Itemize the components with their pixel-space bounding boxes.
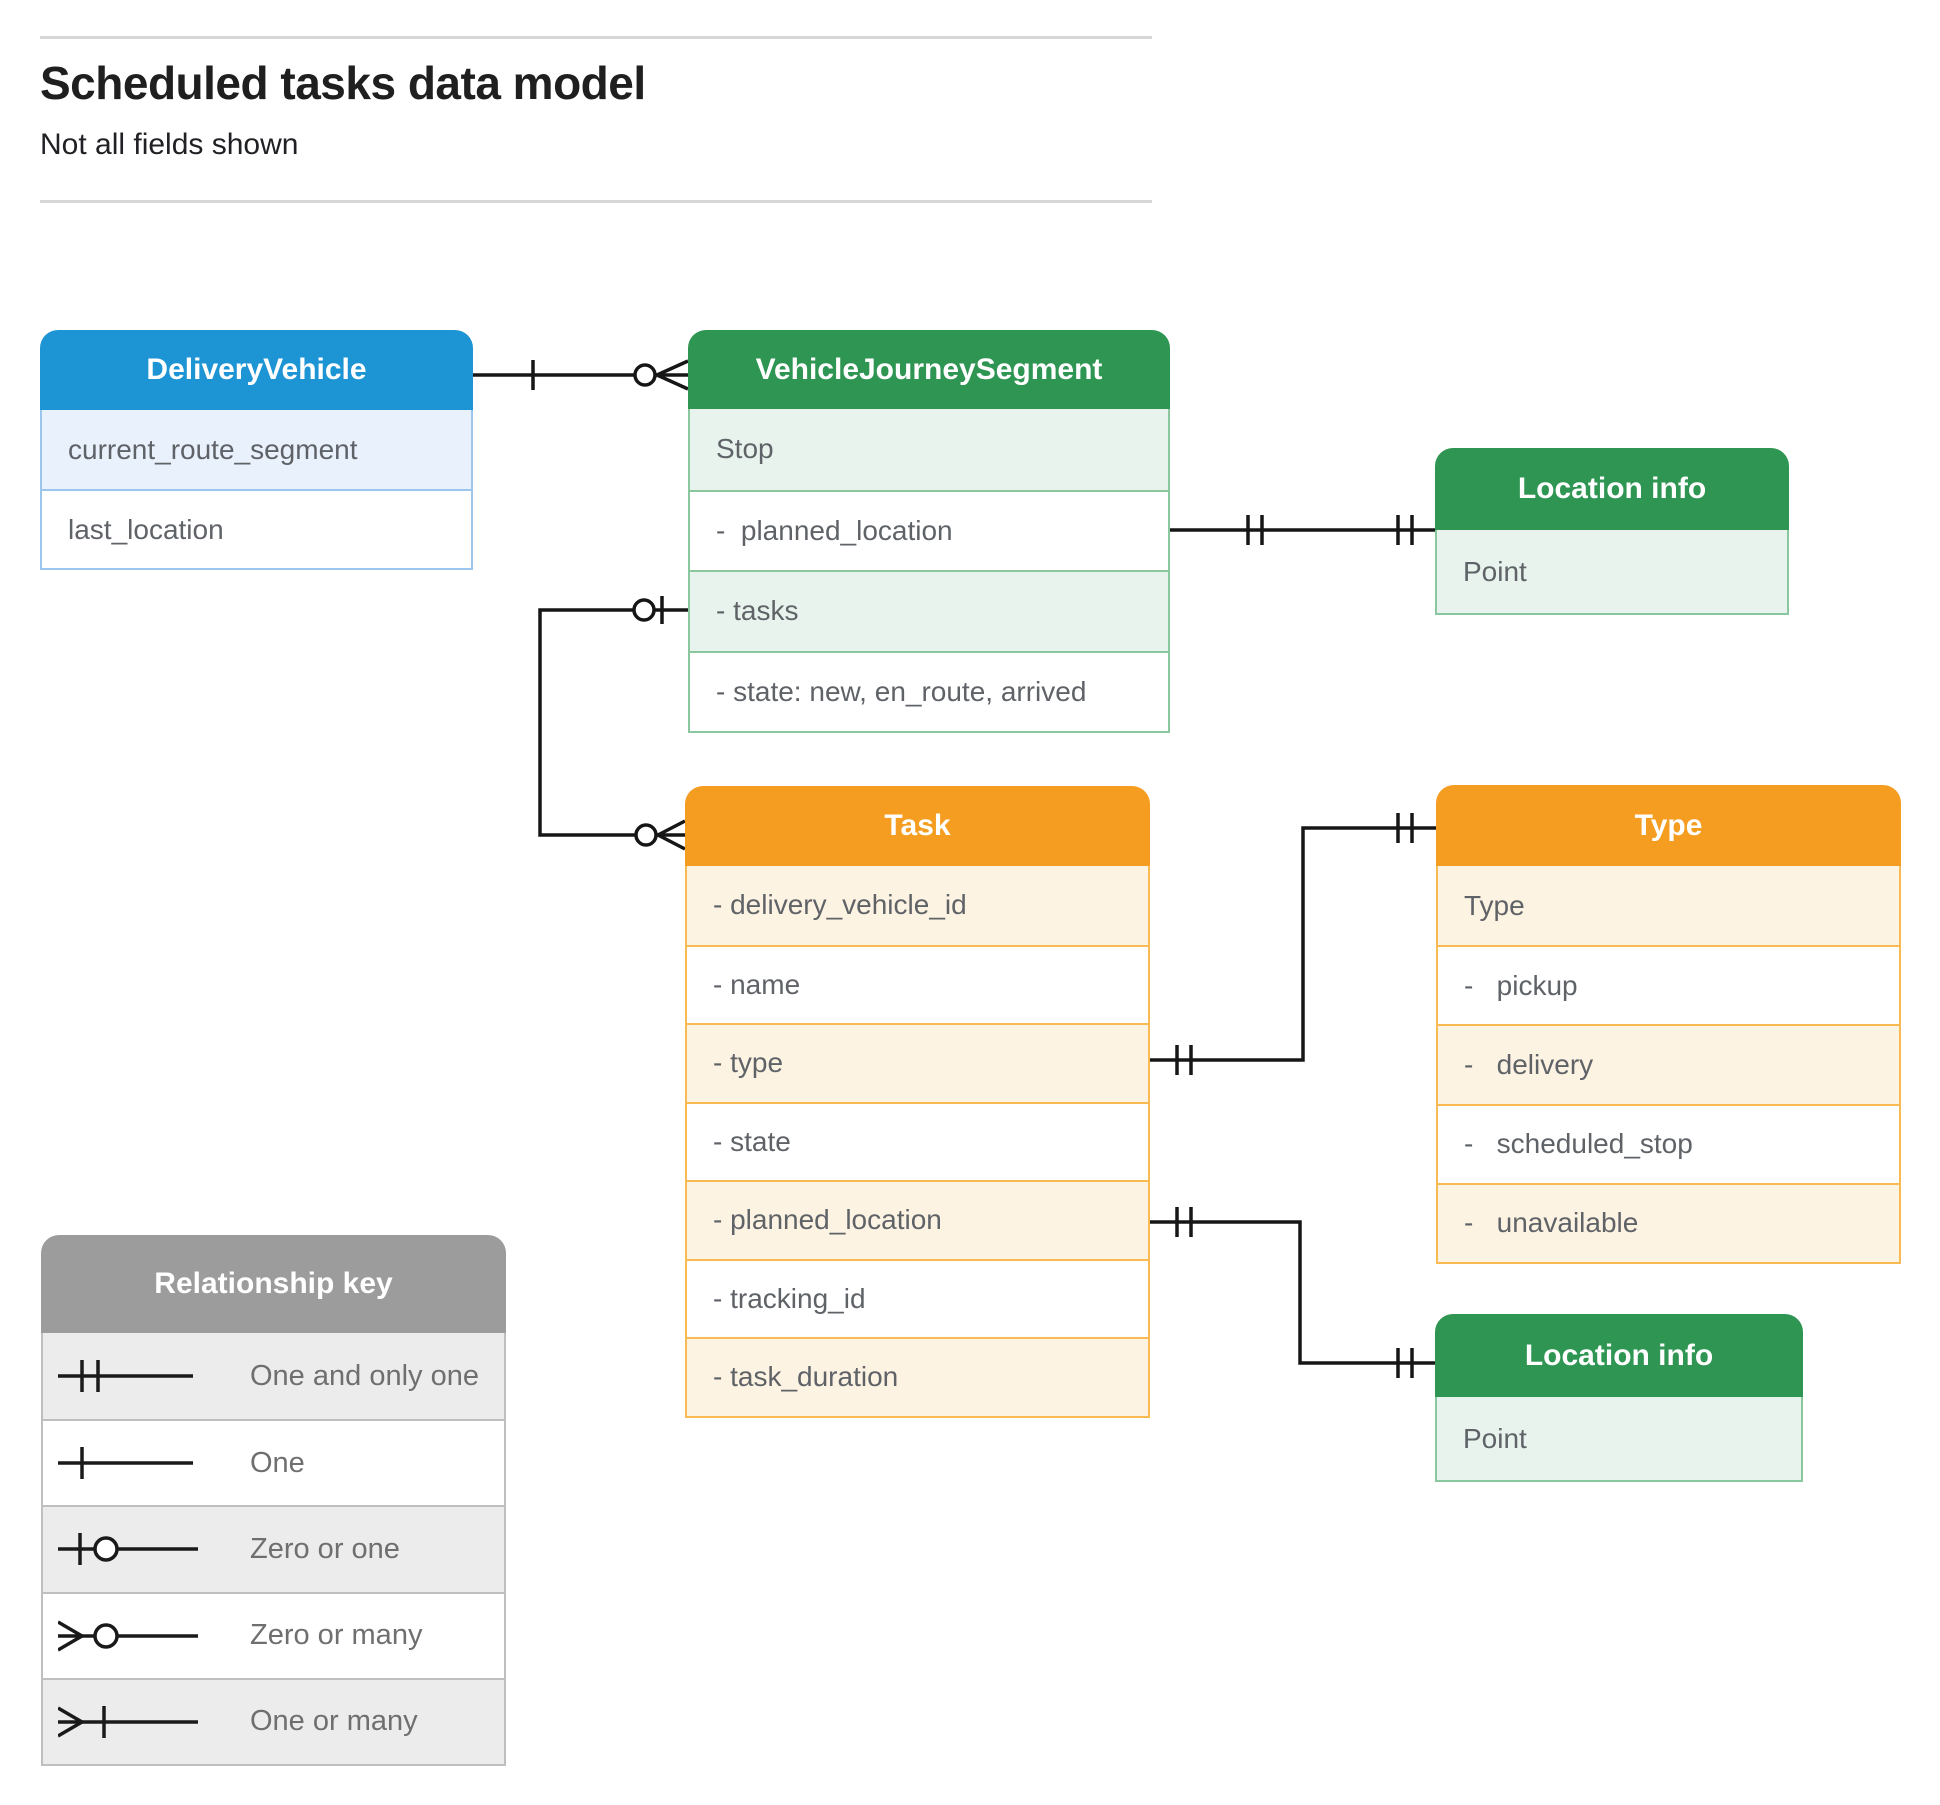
- legend-symbol-one-or-many-icon: [58, 1705, 198, 1738]
- legend-label: Zero or one: [250, 1532, 400, 1565]
- entity-body: Stop - planned_location - tasks - state:…: [688, 409, 1170, 733]
- legend-row: One and only one: [43, 1333, 504, 1420]
- entity-delivery-vehicle: DeliveryVehicle current_route_segment la…: [40, 330, 473, 570]
- entity-field-row: - name: [687, 944, 1148, 1023]
- entity-header-type: Type: [1436, 785, 1901, 866]
- legend-label: One and only one: [250, 1359, 479, 1392]
- legend-label: Zero or many: [250, 1619, 423, 1652]
- entity-field-row: Point: [1437, 530, 1787, 613]
- legend-label: One or many: [250, 1705, 418, 1738]
- connector-vjs-plannedlocation-to-locationinfo: [1170, 515, 1435, 545]
- entity-field-row: - tasks: [690, 570, 1168, 651]
- entity-header-location-info: Location info: [1435, 448, 1789, 530]
- entity-header-task: Task: [685, 786, 1150, 866]
- entity-field-row: - scheduled_stop: [1438, 1103, 1899, 1183]
- entity-field-row: - planned_location: [690, 489, 1168, 570]
- legend-symbol-zero-or-many-icon: [58, 1620, 198, 1652]
- entity-field-row: - state: new, en_route, arrived: [690, 650, 1168, 731]
- legend-row: Zero or many: [43, 1591, 504, 1678]
- legend-row: Zero or one: [43, 1505, 504, 1592]
- entity-location-info-bottom: Location info Point: [1435, 1314, 1803, 1482]
- page-subtitle: Not all fields shown: [40, 128, 299, 161]
- relationship-key-legend: Relationship key One and only one One Ze…: [41, 1235, 506, 1766]
- legend-body: One and only one One Zero or one Zero or…: [41, 1333, 506, 1766]
- entity-field-row: current_route_segment: [42, 410, 471, 489]
- entity-field-row: - tracking_id: [687, 1258, 1148, 1337]
- entity-vehicle-journey-segment: VehicleJourneySegment Stop - planned_loc…: [688, 330, 1170, 733]
- page-title: Scheduled tasks data model: [40, 57, 646, 109]
- entity-field-row: - planned_location: [687, 1180, 1148, 1259]
- entity-location-info-top: Location info Point: [1435, 448, 1789, 615]
- entity-body: Point: [1435, 1397, 1803, 1482]
- legend-label: One: [250, 1446, 305, 1479]
- legend-symbol-one-icon: [58, 1447, 193, 1480]
- entity-field-row: Stop: [690, 409, 1168, 490]
- legend-symbol-zero-or-one-icon: [58, 1533, 198, 1566]
- entity-field-row: - type: [687, 1023, 1148, 1102]
- connector-task-type-to-type: [1150, 813, 1436, 1075]
- entity-type: Type Type - pickup - delivery - schedule…: [1436, 785, 1901, 1264]
- entity-field-row: Type: [1438, 866, 1899, 946]
- entity-field-row: Point: [1437, 1397, 1801, 1480]
- entity-body: - delivery_vehicle_id - name - type - st…: [685, 866, 1150, 1418]
- connector-deliveryvehicle-to-vehiclejourneysegment: [473, 359, 689, 391]
- connector-vjs-tasks-to-task: [538, 596, 688, 851]
- entity-header-delivery-vehicle: DeliveryVehicle: [40, 330, 473, 410]
- entity-field-row: - task_duration: [687, 1337, 1148, 1416]
- entity-body: current_route_segment last_location: [40, 410, 473, 570]
- entity-header-location-info: Location info: [1435, 1314, 1803, 1397]
- top-divider: [40, 36, 1152, 39]
- entity-field-row: - pickup: [1438, 945, 1899, 1025]
- entity-field-row: - state: [687, 1101, 1148, 1180]
- legend-symbol-one-and-only-one-icon: [58, 1360, 193, 1393]
- entity-field-row: last_location: [42, 489, 471, 568]
- connector-task-plannedlocation-to-locationinfo: [1150, 1207, 1435, 1378]
- subtitle-divider: [40, 200, 1152, 203]
- legend-row: One or many: [43, 1677, 504, 1764]
- legend-row: One: [43, 1419, 504, 1506]
- entity-body: Point: [1435, 530, 1789, 615]
- entity-field-row: - delivery: [1438, 1024, 1899, 1104]
- entity-header-vehicle-journey-segment: VehicleJourneySegment: [688, 330, 1170, 409]
- entity-field-row: - delivery_vehicle_id: [687, 866, 1148, 945]
- entity-field-row: - unavailable: [1438, 1182, 1899, 1262]
- entity-body: Type - pickup - delivery - scheduled_sto…: [1436, 866, 1901, 1264]
- legend-header: Relationship key: [41, 1235, 506, 1333]
- entity-task: Task - delivery_vehicle_id - name - type…: [685, 786, 1150, 1418]
